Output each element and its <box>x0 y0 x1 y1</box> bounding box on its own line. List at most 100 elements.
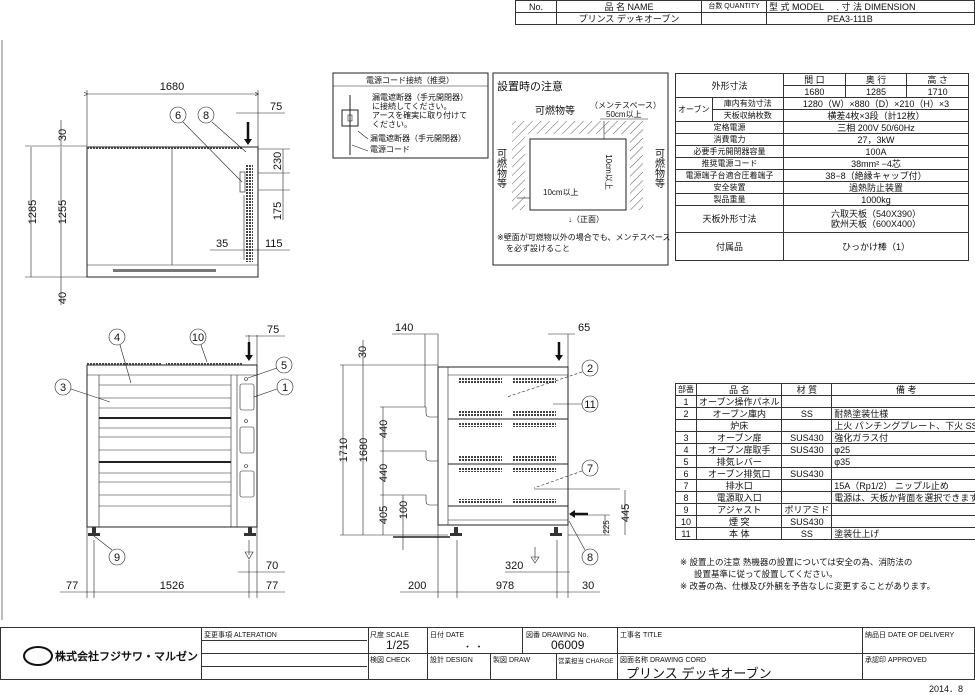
top-view: 1680 75 1285 1255 30 40 230 175 35 115 6… <box>25 81 290 305</box>
part-name: 本 体 <box>697 528 782 540</box>
parts-row: 炉床 上火 パンチングプレート、下火 SS <box>676 420 975 432</box>
date-label: 日付 DATE <box>430 630 464 640</box>
spec-row-value: 過熱防止装置 <box>784 182 969 194</box>
title-block: 株式会社フジサワ・マルゼン 変更事項 ALTERATION 尺度 SCALE 1… <box>0 627 975 680</box>
dim-top-1255: 1255 <box>57 200 69 224</box>
spec-dim-label: 外形寸法 <box>676 74 784 98</box>
check-label: 検図 CHECK <box>370 655 410 665</box>
part-name: オーブン扉 <box>697 432 782 444</box>
parts-head-no: 部番 <box>676 384 697 396</box>
design-label: 設計 DESIGN <box>430 655 473 665</box>
dim-side-440b: 440 <box>378 464 390 482</box>
callout-3: 3 <box>60 382 66 394</box>
dim-top-230: 230 <box>272 152 284 170</box>
install-note2: を必ず設けること <box>506 243 570 253</box>
part-note: φ25 <box>832 444 975 456</box>
dim-side-200: 200 <box>408 580 426 592</box>
side-vents <box>458 378 556 504</box>
spec-table: 外形寸法 間 口 奥 行 高 さ 1680 1285 1710 オーブン 庫内有… <box>675 73 969 261</box>
dim-side-978: 978 <box>496 580 514 592</box>
spec-row-value: 38mm² −4芯 <box>784 158 969 170</box>
part-no: 9 <box>676 504 697 516</box>
dist-10-vertical: 10cm以上 <box>604 154 613 190</box>
spec-head-height: 高 さ <box>907 74 969 86</box>
company-name: 株式会社フジサワ・マルゼン <box>55 648 198 664</box>
note-1: ※ 設置上の注意 熱機器の設置については安全の為、消防法の <box>680 556 935 568</box>
dim-side-440a: 440 <box>378 420 390 438</box>
part-name: 電源取入口 <box>697 492 782 504</box>
spec-row-value: 100A <box>784 146 969 158</box>
spec-row-label: 電源端子台適合圧着端子 <box>676 170 784 182</box>
charge-label: 営業担当 CHARGE <box>558 655 614 665</box>
spec-accessory-value: ひっかけ棒（1） <box>784 233 969 261</box>
dim-side-65: 65 <box>578 322 590 334</box>
dim-side-320: 320 <box>505 560 523 572</box>
spec-row-label: 製品重量 <box>676 194 784 206</box>
part-no: 10 <box>676 516 697 528</box>
spec-row-label: 安全装置 <box>676 182 784 194</box>
part-note: 耐熱塗装仕様 <box>832 408 975 420</box>
top-view-body <box>87 147 258 277</box>
part-name: 煙 突 <box>697 516 782 528</box>
part-name: オーブン庫内 <box>697 408 782 420</box>
part-note <box>832 468 975 480</box>
part-note: 上火 パンチングプレート、下火 SS <box>832 420 975 432</box>
part-name: オーブン操作パネル <box>697 396 782 408</box>
door-handles <box>426 407 438 505</box>
part-material: SUS430 <box>782 444 832 456</box>
part-name: オーブン扉取手 <box>697 444 782 456</box>
dim-top-75: 75 <box>270 101 282 113</box>
callout-8: 8 <box>203 110 209 122</box>
part-name: 炉床 <box>697 420 782 432</box>
part-material: SUS430 <box>782 516 832 528</box>
front-view: 77 1526 77 70 75 4 10 5 3 1 9 <box>55 324 293 598</box>
parts-head-note: 備 考 <box>832 384 975 396</box>
note-2: 設置基準に従って設置してください。 <box>680 568 935 580</box>
issue-date: 2014．8 <box>929 682 963 695</box>
spec-row-label: 必要手元開閉器容量 <box>676 146 784 158</box>
callout-11: 11 <box>584 399 595 411</box>
drawing-no: 06009 <box>551 638 584 652</box>
part-no: 7 <box>676 480 697 492</box>
spec-row-value: 三相 200V 50/60Hz <box>784 122 969 134</box>
part-no: 5 <box>676 456 697 468</box>
part-no: 4 <box>676 444 697 456</box>
scale-value: 1/25 <box>386 638 409 652</box>
callout-6: 6 <box>175 110 181 122</box>
spec-head-depth: 奥 行 <box>845 74 907 86</box>
dim-side-100: 100 <box>398 501 410 519</box>
notes: ※ 設置上の注意 熱機器の設置については安全の為、消防法の 設置基準に従って設置… <box>680 556 935 592</box>
spec-row-label: 庫内有効寸法 <box>712 98 783 110</box>
part-no: 8 <box>676 492 697 504</box>
spec-height: 1710 <box>907 86 969 98</box>
part-note: 塗装仕上げ <box>832 528 975 540</box>
spec-row-label: 天板収納枚数 <box>712 110 783 122</box>
front-view-body <box>87 365 257 527</box>
spec-tray-2: 欧州天板（600X400） <box>786 219 966 229</box>
part-no: 11 <box>676 528 697 540</box>
spec-tray-label: 天板外形寸法 <box>676 206 784 233</box>
install-title: 設置時の注意 <box>497 79 563 93</box>
front-label: ↓（正面） <box>568 215 604 224</box>
side-view: 1710 1680 30 440 440 405 100 140 65 225 … <box>338 322 632 598</box>
dim-side-30b: 30 <box>582 580 594 592</box>
callout-8-side: 8 <box>587 552 593 564</box>
part-no <box>676 420 697 432</box>
part-material <box>782 492 832 504</box>
dim-front-77-left: 77 <box>66 580 78 592</box>
top-vent-strip <box>87 146 243 149</box>
maint-space: （メンテスペース） <box>590 101 661 110</box>
part-name: 排気レバー <box>697 456 782 468</box>
spec-head-width: 間 口 <box>784 74 846 86</box>
dim-front-75: 75 <box>267 324 279 336</box>
part-note: 強化ガラス付 <box>832 432 975 444</box>
